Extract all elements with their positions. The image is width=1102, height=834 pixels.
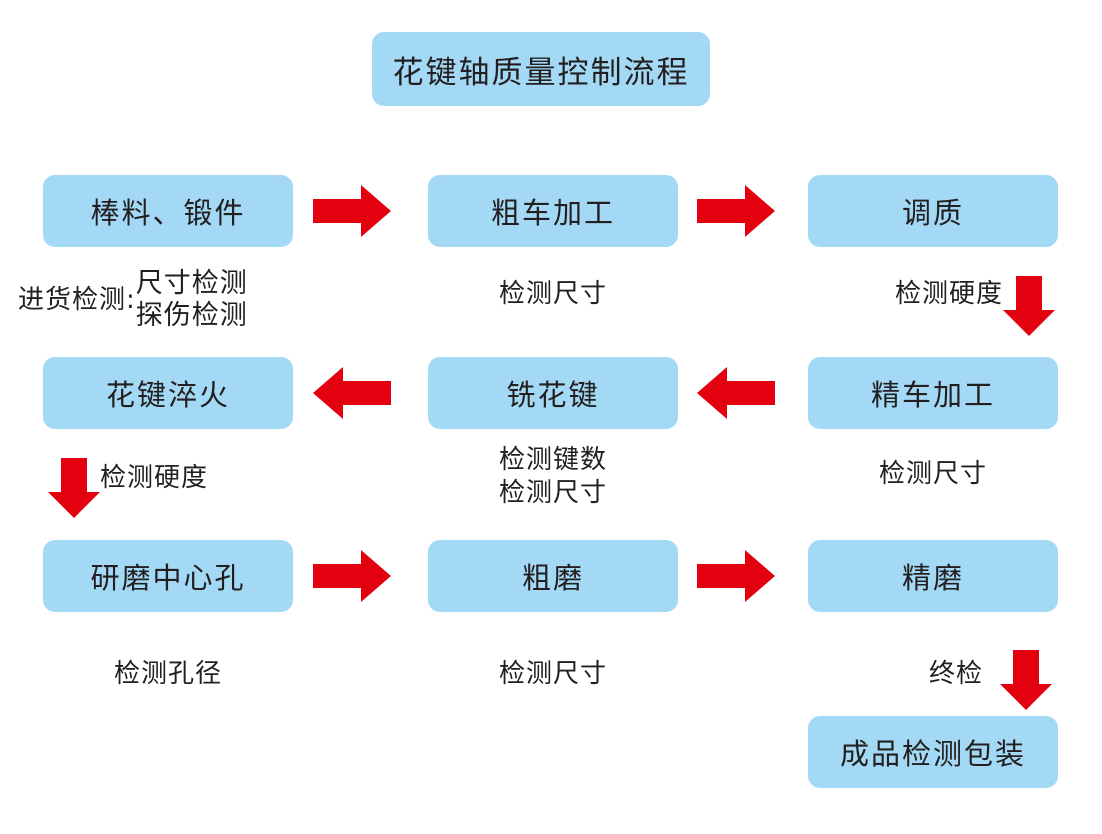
caption-incoming-line-1: 尺寸检测 (135, 268, 248, 299)
arrow-right-icon (697, 550, 775, 602)
process-node-center-hole-grinding[interactable]: 研磨中心孔 (43, 540, 293, 612)
arrow-down-icon (1000, 650, 1052, 710)
process-node-rough-grinding[interactable]: 粗磨 (428, 540, 678, 612)
process-node-quenching-tempering[interactable]: 调质 (808, 175, 1058, 247)
process-node-spline-milling[interactable]: 铣花键 (428, 357, 678, 429)
arrow-right-icon (313, 185, 391, 237)
caption-final-inspection: 终检 (928, 659, 983, 689)
arrow-down-icon (48, 458, 100, 518)
caption-finish-turning-check: 检测尺寸 (878, 459, 987, 489)
process-node-finish-turning[interactable]: 精车加工 (808, 357, 1058, 429)
caption-incoming-inspection: 进货检测: 尺寸检测 探伤检测 (18, 268, 248, 332)
caption-rough-turning-check: 检测尺寸 (498, 279, 607, 309)
caption-incoming-items: 尺寸检测 探伤检测 (136, 268, 248, 332)
caption-spline-milling-check: 检测键数 检测尺寸 (428, 444, 678, 510)
arrow-left-icon (313, 367, 391, 419)
caption-quenching-tempering-check: 检测硬度 (894, 279, 1003, 309)
caption-spline-quenching-check: 检测硬度 (100, 463, 209, 493)
process-node-spline-quenching[interactable]: 花键淬火 (43, 357, 293, 429)
arrow-right-icon (697, 185, 775, 237)
process-node-rough-turning[interactable]: 粗车加工 (428, 175, 678, 247)
caption-spline-milling-line-1: 检测键数 (498, 445, 607, 475)
arrow-down-icon (1003, 276, 1055, 336)
arrow-left-icon (697, 367, 775, 419)
caption-rough-grinding-check: 检测尺寸 (498, 659, 607, 689)
process-node-fine-grinding[interactable]: 精磨 (808, 540, 1058, 612)
flowchart-title: 花键轴质量控制流程 (372, 32, 710, 106)
caption-incoming-label: 进货检测: (18, 284, 136, 315)
process-node-final-inspection-packaging[interactable]: 成品检测包装 (808, 716, 1058, 788)
caption-spline-milling-line-2: 检测尺寸 (498, 478, 607, 508)
process-node-raw-material[interactable]: 棒料、锻件 (43, 175, 293, 247)
caption-incoming-line-2: 探伤检测 (135, 300, 248, 331)
arrow-right-icon (313, 550, 391, 602)
caption-center-hole-grinding-check: 检测孔径 (113, 659, 222, 689)
